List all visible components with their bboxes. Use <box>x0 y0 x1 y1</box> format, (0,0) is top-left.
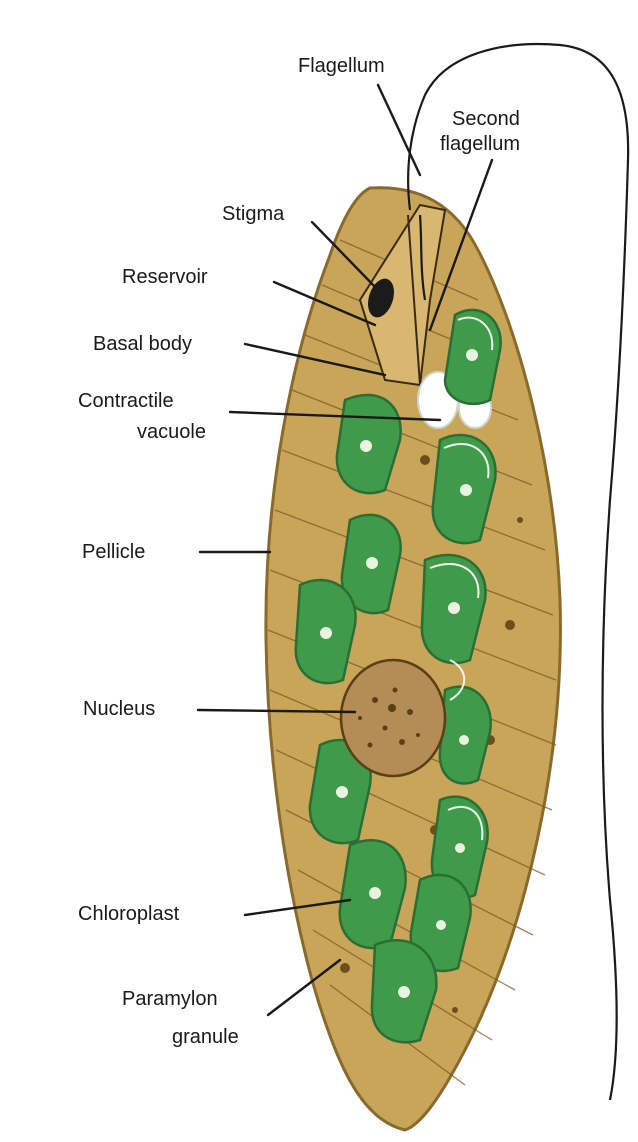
label-chloroplast: Chloroplast <box>78 903 180 925</box>
label-nucleus: Nucleus <box>83 698 155 720</box>
label-second-flagellum-line1: Second <box>452 108 520 130</box>
label-second-flagellum-line2: flagellum <box>440 133 520 155</box>
label-flagellum: Flagellum <box>298 55 385 77</box>
label-stigma: Stigma <box>222 203 285 225</box>
label-reservoir: Reservoir <box>122 266 208 288</box>
label-basal-body: Basal body <box>93 333 192 355</box>
label-contractile-vacuole-line2: vacuole <box>137 421 206 443</box>
label-paramylon-granule-line1: Paramylon <box>122 988 218 1010</box>
label-paramylon-granule-line2: granule <box>172 1026 239 1048</box>
label-pellicle: Pellicle <box>82 541 145 563</box>
nucleus-shape <box>341 660 445 776</box>
label-contractile-vacuole-line1: Contractile <box>78 390 174 412</box>
